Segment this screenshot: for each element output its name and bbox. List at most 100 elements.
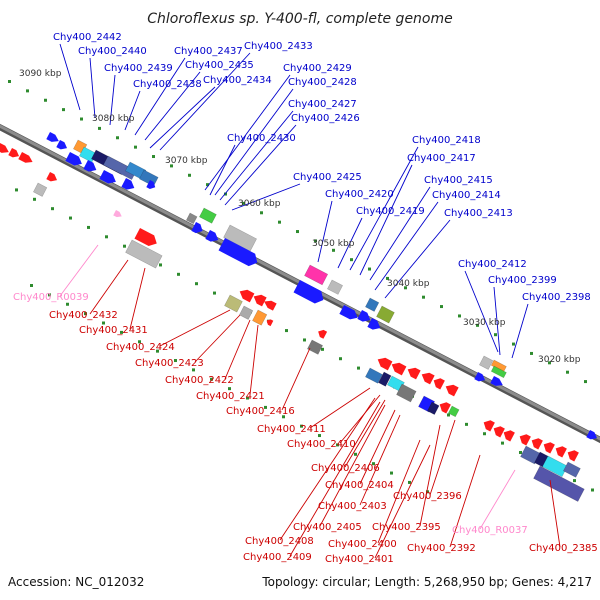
gene-label[interactable]: Chy400_2404 bbox=[325, 480, 394, 491]
gene-label[interactable]: Chy400_2413 bbox=[444, 208, 513, 219]
gene-label[interactable]: Chy400_R0037 bbox=[452, 525, 528, 536]
gene-label[interactable]: Chy400_2422 bbox=[165, 375, 234, 386]
gene-feature-group bbox=[252, 309, 268, 326]
gene-label[interactable]: Chy400_2414 bbox=[432, 190, 501, 201]
gene-label[interactable]: Chy400_2427 bbox=[288, 99, 357, 110]
gene-feature-group bbox=[376, 305, 395, 324]
gene-arrow bbox=[264, 300, 277, 311]
gene-label[interactable]: Chy400_2415 bbox=[424, 175, 493, 186]
gene-label[interactable]: Chy400_2440 bbox=[78, 46, 147, 57]
gene-label[interactable]: Chy400_2442 bbox=[53, 32, 122, 43]
gene-label[interactable]: Chy400_2437 bbox=[174, 46, 243, 57]
gene-label[interactable]: Chy400_2435 bbox=[185, 60, 254, 71]
leader-line bbox=[204, 74, 291, 191]
tick-dot bbox=[465, 422, 468, 426]
tick-dot bbox=[123, 244, 126, 248]
gene-label[interactable]: Chy400_2439 bbox=[104, 63, 173, 74]
gene-box bbox=[376, 305, 395, 324]
gene-label[interactable]: Chy400_2408 bbox=[245, 536, 314, 547]
gene-label[interactable]: Chy400_2419 bbox=[356, 206, 425, 217]
tick-dot bbox=[33, 197, 36, 201]
gene-label[interactable]: Chy400_2426 bbox=[291, 113, 360, 124]
gene-label[interactable]: Chy400_R0039 bbox=[13, 292, 89, 303]
gene-feature-group bbox=[479, 355, 494, 370]
gene-label[interactable]: Chy400_2430 bbox=[227, 133, 296, 144]
tick-dot bbox=[368, 267, 371, 271]
leader-line bbox=[429, 419, 456, 496]
label-leaders bbox=[59, 43, 561, 559]
gene-label[interactable]: Chy400_2399 bbox=[488, 275, 557, 286]
gene-label[interactable]: Chy400_2406 bbox=[311, 463, 380, 474]
gene-label[interactable]: Chy400_2400 bbox=[328, 539, 397, 550]
gene-label[interactable]: Chy400_2398 bbox=[522, 292, 591, 303]
gene-feature-group bbox=[56, 140, 68, 150]
scale-label-3060: 3060 kbp bbox=[238, 199, 281, 209]
gene-arrow bbox=[407, 367, 421, 380]
gene-label[interactable]: Chy400_2420 bbox=[325, 189, 394, 200]
gene-feature-group bbox=[490, 365, 507, 379]
tick-dot bbox=[476, 323, 479, 327]
gene-arrow bbox=[531, 438, 543, 450]
gene-label[interactable]: Chy400_2429 bbox=[283, 63, 352, 74]
tick-dot bbox=[447, 413, 450, 417]
gene-feature-group bbox=[396, 383, 417, 403]
gene-label[interactable]: Chy400_2434 bbox=[203, 75, 272, 86]
gene-label[interactable]: Chy400_2401 bbox=[325, 554, 394, 565]
tick-dot bbox=[426, 490, 429, 494]
gene-label[interactable]: Chy400_2421 bbox=[196, 391, 265, 402]
tick-dot bbox=[228, 387, 231, 391]
gene-arrow bbox=[367, 318, 381, 330]
gene-box bbox=[199, 207, 217, 224]
gene-box bbox=[33, 182, 48, 197]
gene-label[interactable]: Chy400_2417 bbox=[407, 153, 476, 164]
gene-feature-group bbox=[377, 357, 393, 371]
tick-dot bbox=[440, 305, 443, 309]
gene-label[interactable]: Chy400_2431 bbox=[79, 325, 148, 336]
gene-arrow bbox=[555, 446, 567, 458]
gene-label[interactable]: Chy400_2410 bbox=[287, 439, 356, 450]
gene-feature-group bbox=[407, 367, 421, 380]
gene-feature-group bbox=[586, 430, 598, 440]
tick-dot bbox=[170, 164, 173, 168]
gene-arrow bbox=[239, 289, 255, 303]
gene-label[interactable]: Chy400_2409 bbox=[243, 552, 312, 563]
gene-label[interactable]: Chy400_2405 bbox=[293, 522, 362, 533]
gene-label[interactable]: Chy400_2416 bbox=[226, 406, 295, 417]
gene-label[interactable]: Chy400_2424 bbox=[106, 342, 175, 353]
tick-dot bbox=[483, 432, 486, 436]
tick-dot bbox=[584, 380, 587, 384]
gene-label[interactable]: Chy400_2432 bbox=[49, 310, 118, 321]
gene-label[interactable]: Chy400_2403 bbox=[318, 501, 387, 512]
gene-feature-group bbox=[503, 430, 515, 442]
tick-dot bbox=[62, 108, 65, 112]
gene-label[interactable]: Chy400_2385 bbox=[529, 543, 598, 554]
gene-label[interactable]: Chy400_2425 bbox=[293, 172, 362, 183]
gene-box bbox=[252, 309, 268, 326]
gene-arrow bbox=[121, 178, 135, 190]
tick-dot bbox=[372, 462, 375, 466]
leader-line bbox=[309, 387, 371, 429]
gene-feature-group bbox=[0, 143, 9, 153]
gene-feature-group bbox=[483, 420, 495, 432]
gene-label[interactable]: Chy400_2418 bbox=[412, 135, 481, 146]
gene-label[interactable]: Chy400_2411 bbox=[257, 424, 326, 435]
gene-feature-group bbox=[474, 372, 486, 382]
gene-label[interactable]: Chy400_2392 bbox=[407, 543, 476, 554]
gene-label[interactable]: Chy400_2428 bbox=[288, 77, 357, 88]
scale-label-3050: 3050 kbp bbox=[312, 239, 355, 249]
gene-feature-group bbox=[46, 172, 58, 182]
gene-label[interactable]: Chy400_2412 bbox=[458, 259, 527, 270]
tick-dot bbox=[188, 173, 191, 177]
leader-line bbox=[129, 267, 146, 330]
gene-arrow bbox=[146, 180, 156, 189]
gene-label[interactable]: Chy400_2438 bbox=[133, 79, 202, 90]
gene-box bbox=[378, 371, 392, 387]
gene-feature-group bbox=[205, 230, 219, 242]
gene-label[interactable]: Chy400_2433 bbox=[244, 41, 313, 52]
gene-feature-group bbox=[563, 461, 581, 478]
gene-label[interactable]: Chy400_2395 bbox=[372, 522, 441, 533]
gene-label[interactable]: Chy400_2396 bbox=[393, 491, 462, 502]
tick-dot bbox=[519, 450, 522, 454]
gene-label[interactable]: Chy400_2423 bbox=[135, 358, 204, 369]
